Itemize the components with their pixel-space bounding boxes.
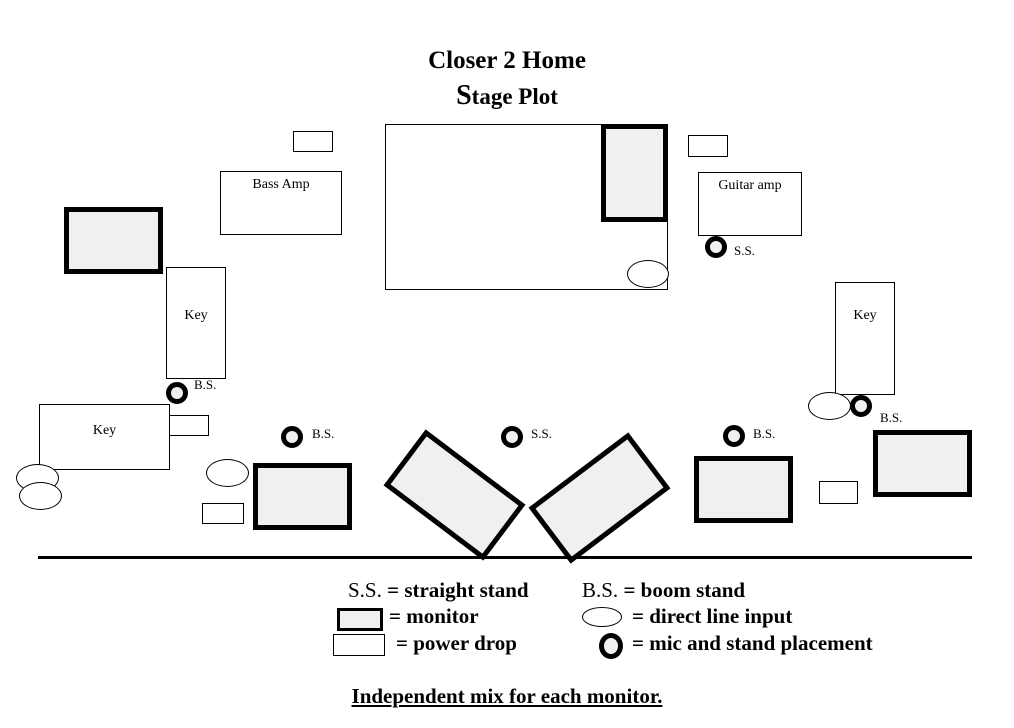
monitor-center-right xyxy=(528,432,671,564)
footer-note: Independent mix for each monitor. xyxy=(351,684,663,708)
key-left-upper: Key xyxy=(166,267,226,379)
power-drop-key-left xyxy=(166,415,209,436)
mic-front-left-label: B.S. xyxy=(312,426,335,441)
legend-monitor-icon xyxy=(337,608,383,631)
key-right: Key xyxy=(835,282,895,395)
legend-power-drop-icon xyxy=(333,634,385,656)
direct-input-key-left-2-icon xyxy=(19,482,62,510)
mic-front-right-label: B.S. xyxy=(753,426,776,441)
key-left-lower-label: Key xyxy=(92,423,117,438)
legend-direct-line-icon xyxy=(582,607,622,627)
plot-title: Closer 2 Home xyxy=(428,47,586,74)
key-left-lower: Key xyxy=(39,404,170,470)
mic-center-icon xyxy=(501,426,523,448)
legend-boom-stand: B.S. = boom stand xyxy=(582,578,745,603)
legend-bs-desc: = boom stand xyxy=(623,578,746,602)
direct-input-front-left-icon xyxy=(206,459,249,487)
subtitle-rest: tage Plot xyxy=(471,84,558,109)
mic-front-left-icon xyxy=(281,426,303,448)
legend-monitor: = monitor xyxy=(389,604,479,629)
legend-direct-line-text: = direct line input xyxy=(632,604,793,628)
power-drop-front-left xyxy=(202,503,244,524)
mic-front-right-icon xyxy=(723,425,745,447)
legend-straight-stand: S.S. = straight stand xyxy=(348,578,529,603)
monitor-front-right xyxy=(694,456,793,523)
plot-subtitle: Stage Plot xyxy=(0,80,1014,112)
stage-front-edge xyxy=(38,556,972,559)
legend-mic-placement: = mic and stand placement xyxy=(632,631,873,656)
legend-ss-abbr: S.S. xyxy=(348,578,382,602)
legend-direct-line: = direct line input xyxy=(632,604,792,629)
power-drop-guitar xyxy=(688,135,728,157)
subtitle-initial: S xyxy=(456,80,472,111)
key-right-label: Key xyxy=(853,308,877,323)
mic-key-right-icon xyxy=(850,395,872,417)
monitor-right xyxy=(873,430,972,497)
legend-ss-desc: = straight stand xyxy=(387,578,529,602)
legend-bs-abbr: B.S. xyxy=(582,578,619,602)
power-drop-front-right xyxy=(819,481,858,504)
mic-key-left-icon xyxy=(166,382,188,404)
guitar-amp-label: Guitar amp xyxy=(718,178,782,193)
mic-key-right-label: B.S. xyxy=(880,410,903,425)
direct-input-key-right-icon xyxy=(808,392,851,420)
mic-key-left-label: B.S. xyxy=(194,377,217,392)
monitor-left-upper xyxy=(64,207,163,274)
legend-mic-icon xyxy=(599,633,623,659)
power-drop-bass xyxy=(293,131,333,152)
monitor-center-left xyxy=(383,429,526,561)
drum-monitor xyxy=(601,124,668,222)
monitor-front-left xyxy=(253,463,352,530)
mic-guitar-label: S.S. xyxy=(734,243,755,258)
legend-mic-placement-text: = mic and stand placement xyxy=(632,631,873,655)
legend-monitor-text: = monitor xyxy=(389,604,479,628)
key-left-upper-label: Key xyxy=(184,308,208,323)
guitar-amp: Guitar amp xyxy=(698,172,802,236)
bass-amp-label: Bass Amp xyxy=(252,177,310,192)
legend-power-drop-text: = power drop xyxy=(396,631,517,655)
mic-center-label: S.S. xyxy=(531,426,552,441)
mic-guitar-icon xyxy=(705,236,727,258)
drum-direct-input-icon xyxy=(627,260,669,288)
bass-amp: Bass Amp xyxy=(220,171,342,235)
legend-power-drop: = power drop xyxy=(396,631,517,656)
